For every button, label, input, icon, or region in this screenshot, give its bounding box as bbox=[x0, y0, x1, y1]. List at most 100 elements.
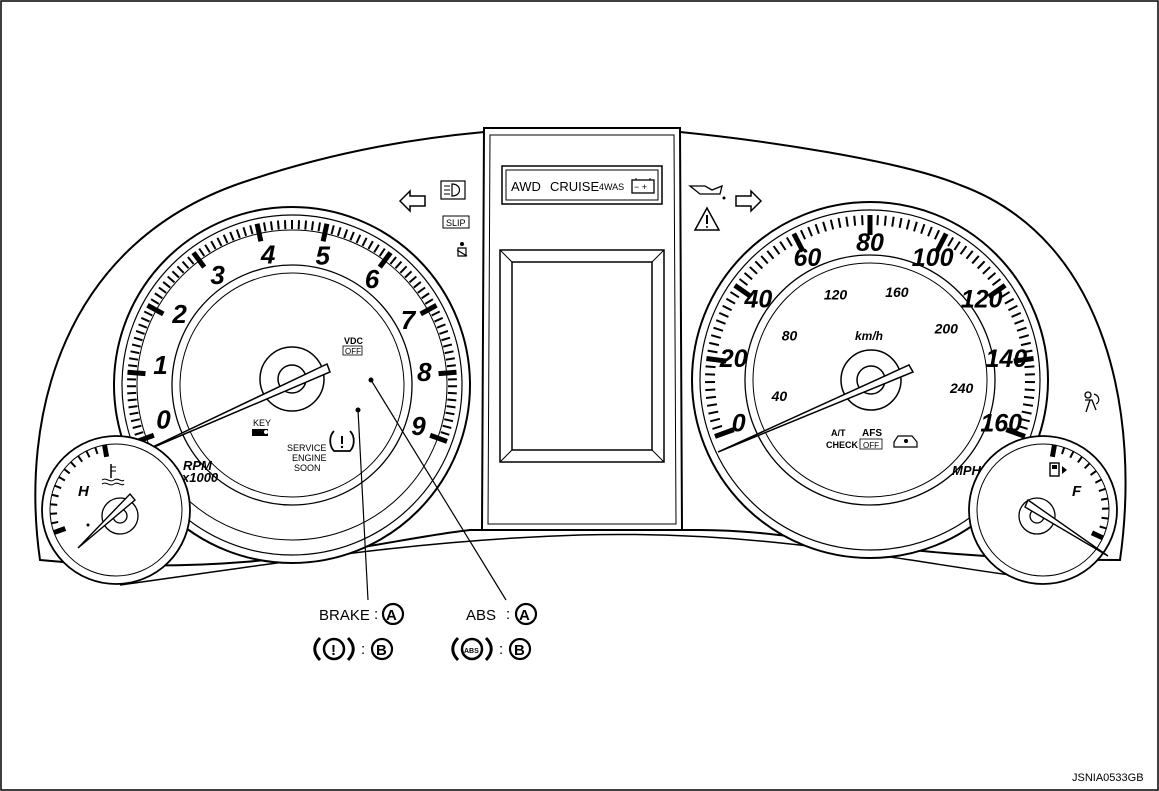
tach-tick bbox=[198, 248, 206, 257]
speedo-bezel-inner bbox=[699, 209, 1041, 551]
tach-tick bbox=[229, 231, 235, 241]
battery-icon: − + bbox=[631, 178, 655, 194]
brake-marker-a bbox=[381, 602, 405, 626]
speedo-tick bbox=[1023, 395, 1035, 399]
tach-tick bbox=[129, 411, 139, 416]
svg-text:SLIP: SLIP bbox=[446, 218, 466, 228]
vdc-off-line1: VDC bbox=[344, 336, 364, 346]
center-pillar-inner bbox=[487, 134, 677, 525]
speedo-tick bbox=[905, 219, 911, 230]
speedo-tick bbox=[772, 245, 781, 255]
speedo-tick bbox=[987, 283, 1007, 299]
tach-number: 2 bbox=[171, 299, 187, 329]
speedo-tick bbox=[1017, 425, 1028, 430]
speedo-tick bbox=[1000, 291, 1011, 299]
tach-tick bbox=[373, 244, 380, 253]
temperature-gauge: H bbox=[41, 435, 191, 585]
tach-tick bbox=[377, 251, 393, 269]
fuel-tick bbox=[1077, 456, 1083, 464]
tach-tick bbox=[242, 227, 248, 237]
speedo-tick bbox=[733, 283, 753, 299]
speedo-tick bbox=[913, 221, 918, 232]
oil-pressure-icon bbox=[688, 184, 726, 200]
speedo-tick bbox=[1016, 326, 1027, 332]
speedo-tick bbox=[714, 427, 735, 439]
speedo-tick bbox=[933, 229, 940, 240]
temp-tick bbox=[53, 526, 67, 535]
tach-tick bbox=[429, 432, 448, 444]
tach-tick bbox=[445, 411, 455, 416]
tach-tick bbox=[204, 244, 211, 253]
vdc-off-line2: OFF bbox=[345, 347, 361, 356]
speedo-tick bbox=[754, 260, 764, 270]
kmh-unit: km/h bbox=[855, 329, 883, 343]
fuel-tick bbox=[1069, 450, 1075, 459]
tach-tick bbox=[439, 330, 449, 335]
afs-off-line2: OFF bbox=[863, 441, 879, 450]
speedo-tick bbox=[959, 245, 968, 255]
tach-tick bbox=[222, 234, 229, 244]
tach-tick bbox=[254, 223, 264, 242]
speedo-tick bbox=[791, 232, 806, 253]
speedo-kmh-number: 120 bbox=[824, 287, 848, 303]
speedo-tick bbox=[837, 217, 842, 229]
tach-tick bbox=[442, 343, 453, 348]
temp-tick bbox=[54, 484, 62, 490]
tach-tick bbox=[131, 343, 142, 348]
tach-tick bbox=[276, 220, 280, 230]
tach-tick bbox=[216, 237, 223, 247]
tach-tick bbox=[349, 231, 355, 241]
abs-leader-line bbox=[370, 379, 507, 601]
tach-tick bbox=[269, 221, 274, 231]
temp-tick bbox=[102, 444, 110, 458]
fuel-tick bbox=[1101, 516, 1109, 520]
speedo-tick bbox=[1014, 319, 1025, 325]
airbag-icon bbox=[1084, 391, 1100, 413]
speedo-mph-number: 20 bbox=[719, 345, 748, 373]
speedo-kmh-number: 160 bbox=[885, 284, 909, 300]
cruise-indicator: CRUISE bbox=[550, 179, 599, 194]
tach-tick bbox=[419, 303, 438, 317]
speedo-tick bbox=[800, 229, 807, 240]
tach-tick bbox=[210, 240, 217, 250]
speedo-tick bbox=[891, 216, 895, 227]
master-warning-icon bbox=[693, 206, 721, 231]
svg-text:ABS: ABS bbox=[464, 648, 479, 655]
tach-tick bbox=[154, 292, 163, 300]
fuel-tick bbox=[1061, 447, 1066, 455]
fuel-tick bbox=[1094, 478, 1103, 484]
security-icon bbox=[893, 435, 918, 448]
tach-tick bbox=[343, 229, 349, 239]
speedo-tick bbox=[1024, 388, 1035, 392]
tach-number: 1 bbox=[153, 350, 167, 380]
svg-text:!: ! bbox=[331, 642, 336, 659]
speedo-tick bbox=[738, 278, 749, 286]
temp-needle bbox=[77, 492, 136, 549]
tach-tick bbox=[158, 286, 167, 294]
tach-tick bbox=[127, 398, 137, 402]
key-label: KEY bbox=[253, 418, 271, 428]
speedo-tick bbox=[706, 355, 727, 364]
speedo-tick bbox=[971, 255, 980, 265]
tach-tick bbox=[443, 418, 454, 423]
tach-tick bbox=[249, 225, 254, 235]
speedo-tick bbox=[1007, 304, 1018, 312]
at-check-line1: A/T bbox=[831, 428, 846, 438]
speedo-tick bbox=[705, 388, 716, 392]
speedo-tick bbox=[718, 311, 729, 318]
temp-tick bbox=[51, 493, 59, 498]
tach-tick bbox=[262, 222, 267, 232]
fuel-tick bbox=[1084, 462, 1091, 469]
tach-tick bbox=[187, 256, 195, 265]
speedo-tick bbox=[1005, 427, 1026, 439]
speedo-tick bbox=[934, 232, 949, 253]
speedo-tick bbox=[743, 272, 753, 281]
slip-indicator: SLIP bbox=[442, 215, 470, 229]
brake-label: BRAKE bbox=[319, 607, 370, 624]
fuel-full-label: F bbox=[1072, 483, 1082, 500]
speedo-kmh-number: 240 bbox=[949, 380, 974, 396]
speedo-tick bbox=[1019, 417, 1030, 423]
speedo-tick bbox=[1022, 403, 1034, 407]
